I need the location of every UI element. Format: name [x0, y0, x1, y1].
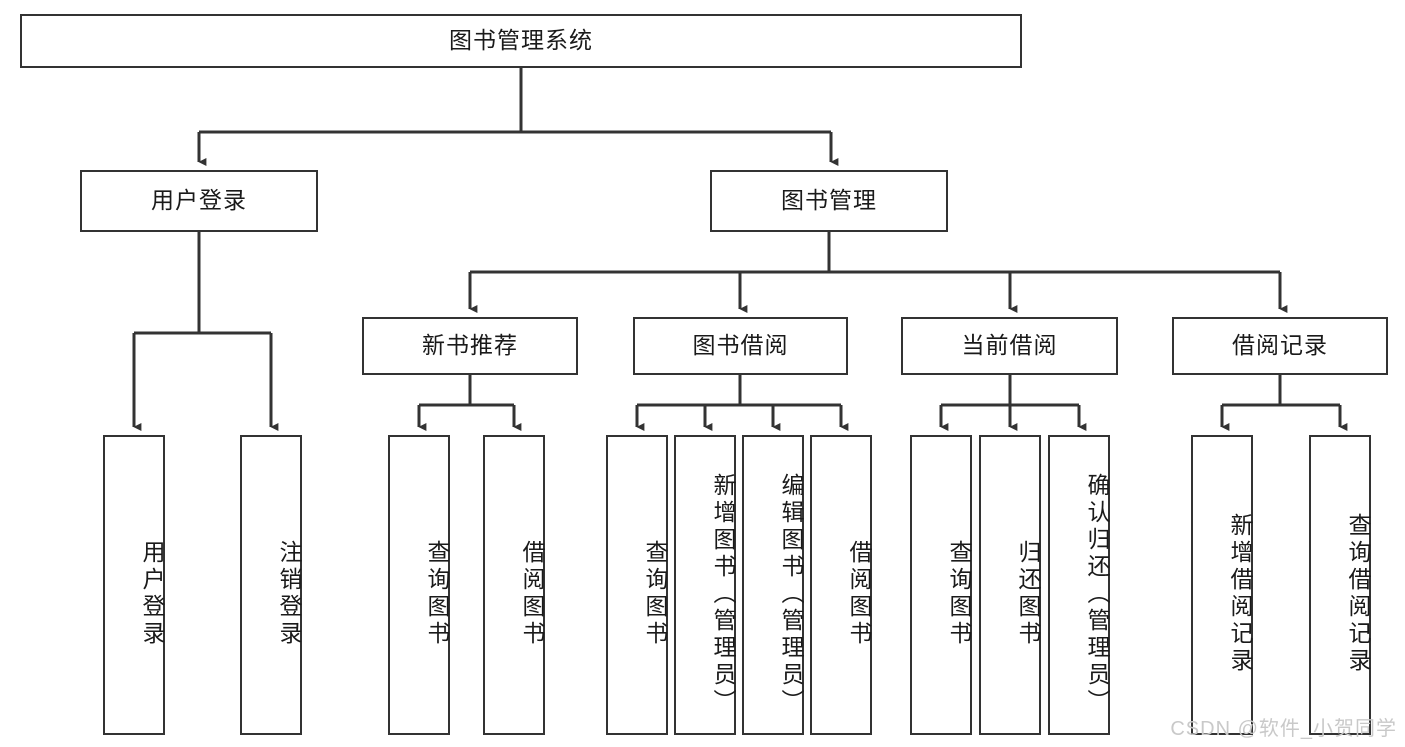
leaf-return-book[interactable]: 归还图书 — [979, 435, 1041, 735]
node-label: 查询图书 — [642, 540, 668, 648]
csdn-watermark: CSDN @软件_小贺同学 — [1170, 718, 1397, 740]
leaf-add-book-admin[interactable]: 新增图书（管理员） — [674, 435, 736, 735]
node-label: 图书借阅 — [692, 332, 789, 359]
node-user-login[interactable]: 用户登录 — [80, 170, 318, 232]
node-label: 借阅记录 — [1232, 332, 1328, 359]
leaf-query-borrow-record[interactable]: 查询借阅记录 — [1309, 435, 1371, 735]
node-label: 图书管理 — [781, 187, 877, 214]
node-label: 新书推荐 — [422, 332, 518, 359]
leaf-add-borrow-record[interactable]: 新增借阅记录 — [1191, 435, 1253, 735]
node-label: 查询图书 — [424, 540, 450, 648]
leaf-confirm-return-admin[interactable]: 确认归还（管理员） — [1048, 435, 1110, 735]
node-label: 新增借阅记录 — [1227, 513, 1253, 675]
node-label: 查询图书 — [946, 540, 972, 648]
node-book-borrow[interactable]: 图书借阅 — [633, 317, 848, 375]
node-label: 归还图书 — [1015, 540, 1041, 648]
node-label: 确认归还（管理员） — [1084, 472, 1110, 716]
node-label: 编辑图书（管理员） — [778, 472, 804, 716]
leaf-borrow-book[interactable]: 借阅图书 — [810, 435, 872, 735]
node-label: 用户登录 — [151, 187, 247, 214]
node-new-book-recommend[interactable]: 新书推荐 — [362, 317, 578, 375]
leaf-query-book-recommend[interactable]: 查询图书 — [388, 435, 450, 735]
leaf-user-login[interactable]: 用户登录 — [103, 435, 165, 735]
node-current-borrow[interactable]: 当前借阅 — [901, 317, 1118, 375]
node-label: 图书管理系统 — [449, 27, 593, 54]
leaf-query-book-current[interactable]: 查询图书 — [910, 435, 972, 735]
node-borrow-record[interactable]: 借阅记录 — [1172, 317, 1388, 375]
leaf-borrow-book-recommend[interactable]: 借阅图书 — [483, 435, 545, 735]
node-label: 借阅图书 — [519, 540, 545, 648]
node-label: 借阅图书 — [846, 540, 872, 648]
node-label: 当前借阅 — [961, 332, 1058, 359]
leaf-edit-book-admin[interactable]: 编辑图书（管理员） — [742, 435, 804, 735]
node-label: 注销登录 — [276, 540, 302, 648]
leaf-user-logout[interactable]: 注销登录 — [240, 435, 302, 735]
leaf-query-book-borrow[interactable]: 查询图书 — [606, 435, 668, 735]
node-root-book-management-system[interactable]: 图书管理系统 — [20, 14, 1022, 68]
node-label: 新增图书（管理员） — [710, 472, 736, 716]
node-label: 查询借阅记录 — [1345, 513, 1371, 675]
node-book-management[interactable]: 图书管理 — [710, 170, 948, 232]
node-label: 用户登录 — [139, 540, 165, 648]
